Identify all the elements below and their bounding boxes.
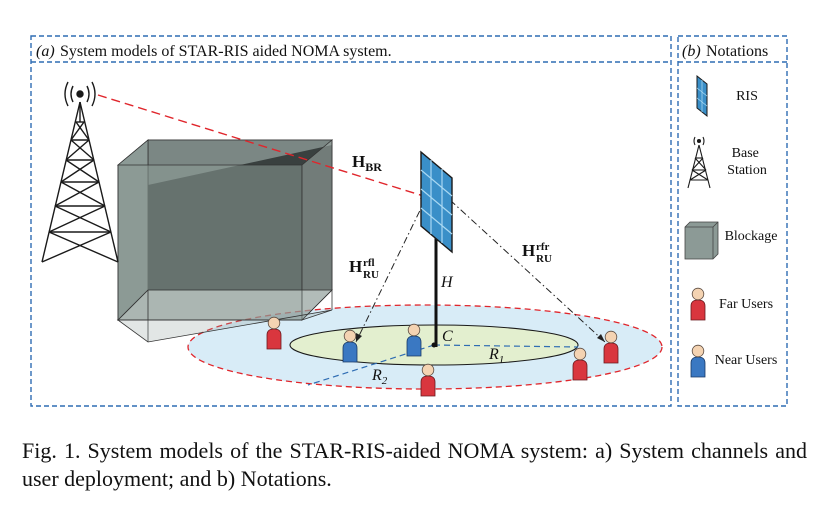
label-h-rfl-sub: RU (363, 269, 379, 281)
near-user (406, 323, 422, 357)
label-h-rfl: H (349, 257, 362, 276)
label-center: C (442, 328, 453, 345)
notation-near-users: Near Users (690, 344, 778, 378)
system-model-figure: (a) System models of STAR-RIS aided NOMA… (30, 35, 788, 407)
ris-structure (420, 150, 453, 347)
near-user-icon (690, 344, 706, 378)
label-height: H (440, 274, 454, 291)
link-bs-ris (97, 94, 431, 199)
notation-ris: RIS (696, 74, 758, 118)
panel-b-title: Notations (706, 43, 768, 60)
far-user (572, 347, 588, 381)
notation-base-station-label: Base Station (727, 146, 767, 178)
panel-a-title: System models of STAR-RIS aided NOMA sys… (60, 43, 392, 60)
label-h-rfl-sup: rfl (363, 257, 375, 269)
figure-caption: Fig. 1. System models of the STAR-RIS-ai… (22, 438, 807, 491)
ris-icon (696, 74, 708, 118)
blockage (116, 139, 334, 343)
notation-far-users-label: Far Users (719, 297, 773, 312)
near-user (342, 329, 358, 363)
blockage-icon (684, 221, 719, 260)
notation-blockage: Blockage (684, 221, 778, 260)
far-user (603, 330, 619, 364)
base-station (41, 81, 119, 263)
diagram-labels: HBR H rfl RU H rfr RU H C R1 R2 (349, 152, 552, 387)
notation-near-users-label: Near Users (715, 353, 778, 368)
notation-ris-label: RIS (736, 89, 758, 104)
notation-base-station: Base Station (687, 136, 767, 189)
coverage-area (187, 304, 663, 390)
link-ris-near-user (355, 197, 427, 343)
notation-far-users: Far Users (690, 287, 773, 321)
far-user (266, 316, 282, 350)
panel-b-title-tag: (b) (682, 43, 701, 60)
link-ris-far-user (449, 199, 606, 343)
far-user-icon (690, 287, 706, 321)
panel-a: (a) System models of STAR-RIS aided NOMA… (30, 35, 672, 407)
label-h-rfr-sup: rfr (536, 241, 550, 253)
label-r1: R1 (488, 346, 504, 366)
panel-a-title-tag: (a) (36, 43, 55, 60)
ris-panel (420, 150, 453, 254)
far-user (420, 363, 436, 397)
panel-b: (b) Notations (677, 35, 788, 407)
label-h-rfr-sub: RU (536, 253, 552, 265)
base-station-icon (687, 136, 711, 189)
label-r2: R2 (371, 367, 388, 387)
notation-blockage-label: Blockage (725, 229, 778, 244)
label-h-rfr: H (522, 241, 535, 260)
radius-r1-line (433, 344, 579, 348)
label-h-br: HBR (352, 152, 382, 174)
